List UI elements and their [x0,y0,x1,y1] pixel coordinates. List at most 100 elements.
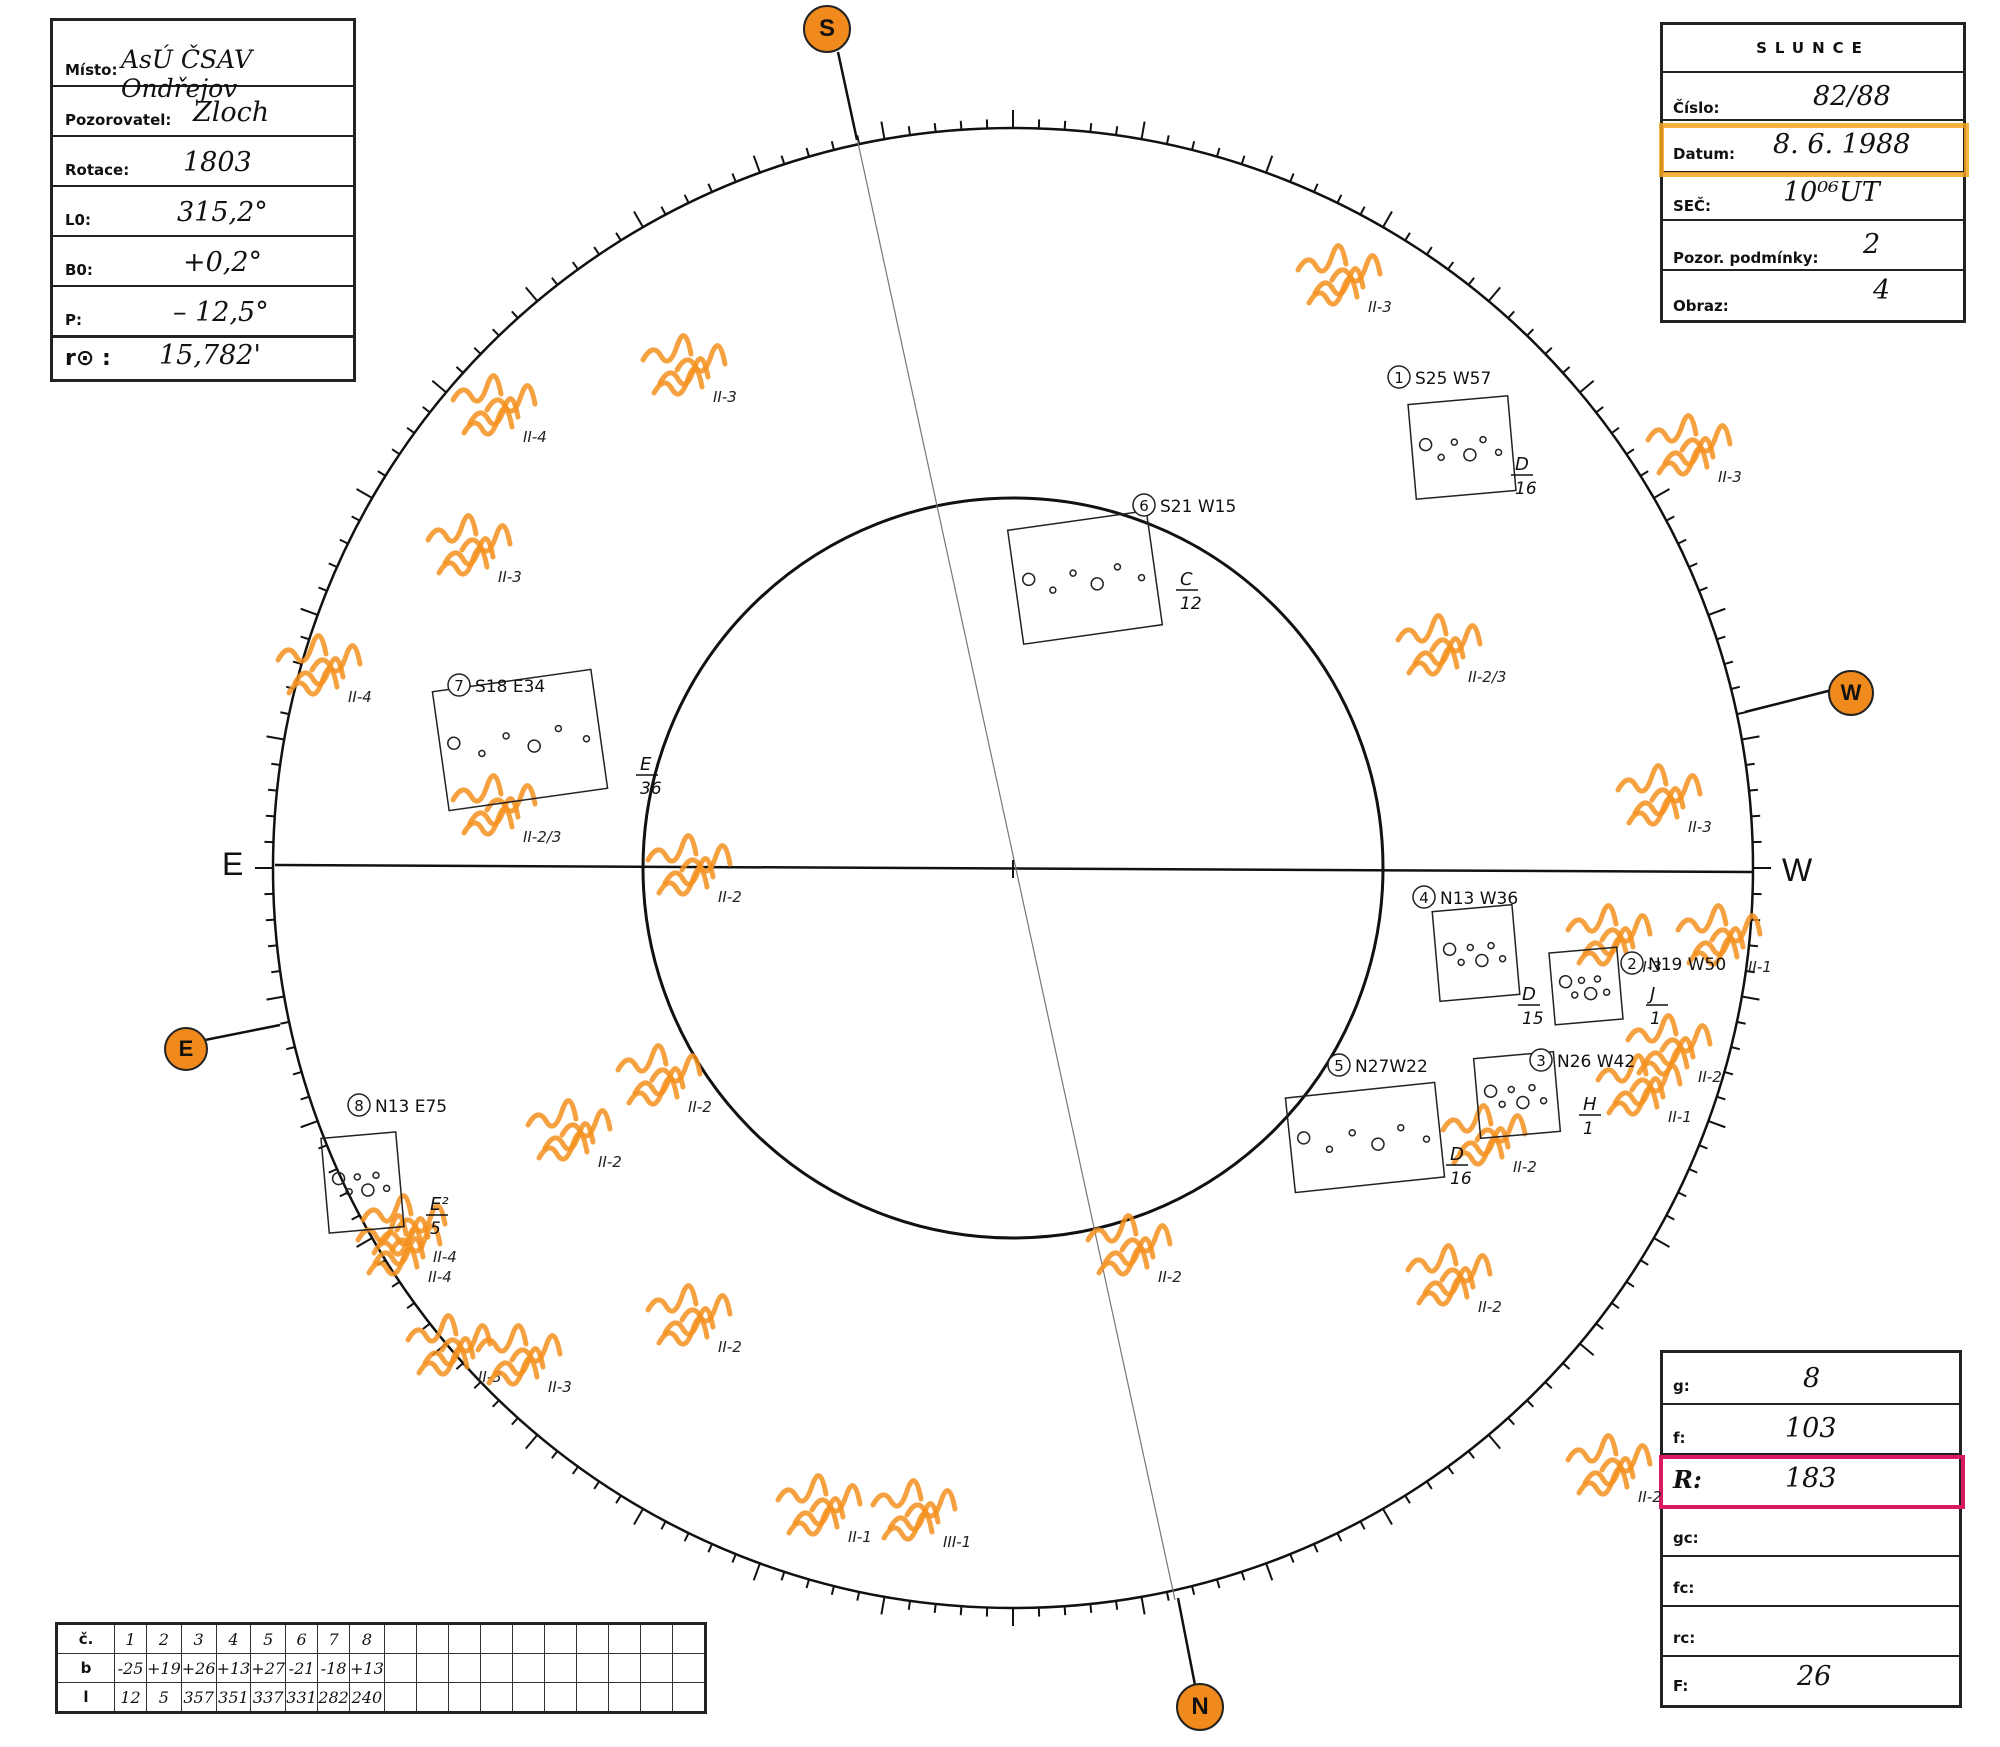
cell: 5 [250,1623,287,1654]
sunspot [1397,1123,1405,1132]
sunspot [1507,1085,1516,1094]
group-count: 36 [640,779,662,799]
tick-mark [422,1322,431,1330]
facula-mark [450,373,504,404]
tick-mark [1425,246,1433,256]
cell [415,1682,449,1713]
tick-mark [300,607,318,616]
faculae-layer: II-3II-4II-3II-3II-4II-2/3II-2/3II-3II-3… [275,243,1772,1551]
cell [383,1623,417,1654]
facula-mark [436,546,490,577]
facula-label: II-3 [498,568,522,586]
facula-mark [559,1108,613,1139]
cell [575,1682,609,1713]
facula-mark [442,536,496,567]
sunspot [582,734,591,743]
tick-mark [1336,194,1343,204]
facula-mark [662,1306,716,1337]
tick-mark [292,660,302,665]
tick-mark [959,1606,963,1616]
cell [479,1623,513,1654]
tick-mark [907,1600,912,1610]
tick-mark [1313,183,1319,193]
f-label: f: [1673,1429,1686,1447]
group-count: 1 [1650,1009,1661,1029]
facula-mark [1595,1053,1649,1084]
facula-mark [1565,1433,1619,1464]
sunspot [1479,435,1487,444]
sunspot [361,1183,375,1197]
table-row: l 12 5 357 351 337 331 282 240 [56,1682,706,1713]
facula-mark [775,1473,829,1504]
sunspot-group [320,1131,405,1234]
tick-mark [431,1342,447,1356]
tick-mark [267,944,278,948]
sunspot [1325,1145,1334,1154]
facula-mark [309,643,363,674]
facula-label: III-1 [943,1533,971,1551]
tick-mark [1467,277,1475,286]
gc-label: gc: [1673,1529,1699,1547]
sunspot [478,749,486,758]
facula-mark [422,1336,476,1367]
facula-mark [1406,646,1460,677]
tick-mark [933,1603,937,1614]
facula-label: II-3 [1718,468,1742,486]
facula-mark [416,1346,470,1377]
tick-mark [525,286,539,302]
tick-mark [1716,635,1726,641]
cell: +13 [349,1653,385,1683]
facula-label: II-3 [478,1368,502,1386]
tick-mark [1698,1144,1708,1150]
tick-mark [455,1362,464,1370]
facula-mark [640,333,694,364]
tick-mark [1063,1606,1067,1616]
facula-mark [492,1346,546,1377]
tick-mark [1404,232,1411,241]
tick-mark [377,470,386,477]
facula-mark [1576,936,1630,967]
cell [447,1623,481,1654]
tick-mark [1265,1563,1274,1581]
facula-mark [1439,1253,1493,1284]
sunspot [1466,943,1475,952]
cell [383,1653,417,1683]
misto-label: Místo: [65,61,118,79]
facula-mark [461,406,515,437]
facula-mark [405,1313,459,1344]
cell [415,1623,449,1654]
tick-mark [328,1168,338,1174]
tick-mark [391,448,401,456]
facula-mark [1474,1113,1528,1144]
tick-mark [1336,1532,1343,1542]
cislo-label: Číslo: [1673,99,1720,117]
cell [415,1653,449,1683]
tick-mark [731,1553,737,1563]
facula-label: II-2 [1513,1158,1537,1176]
p-label: P: [65,311,82,329]
facula-mark [486,1356,540,1387]
counts-box: g: 8 f: 103 R: 183 gc: fc: rc: F: 26 [1659,1350,1965,1708]
group-number-circle [1412,885,1436,909]
sec-label: SEČ: [1673,197,1712,215]
tick-mark [328,562,338,568]
cell: 351 [215,1682,252,1713]
tick-mark [1677,1191,1687,1198]
table-row: b -25 +19 +26 +13 +27 -21 -18 +13 [56,1653,706,1683]
sunspot [1475,953,1489,968]
cell: 6 [285,1623,319,1654]
facula-mark [904,1488,958,1519]
tick-mark [1404,1495,1411,1504]
facula-mark [467,796,521,827]
tick-mark [473,1381,482,1390]
tick-mark [633,211,644,228]
info-box: SLUNCE Číslo: 82/88 Datum: 8. 6. 1988 SE… [1659,22,1969,323]
cell [639,1623,673,1654]
cell [671,1682,706,1713]
cell [511,1623,545,1654]
tick-mark [351,515,361,522]
facula-mark [649,1053,703,1084]
tick-mark [1653,1237,1670,1248]
group-box [431,668,609,812]
cell [511,1653,545,1683]
